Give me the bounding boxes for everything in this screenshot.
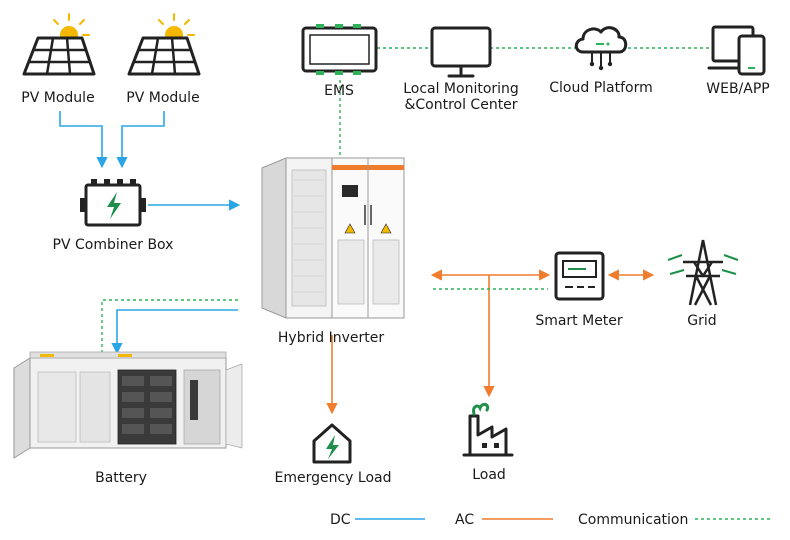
- pv-combiner-box-label: PV Combiner Box: [52, 237, 174, 253]
- inverter-cabinet-icon: [261, 157, 405, 319]
- cloud-platform-label: Cloud Platform: [549, 80, 653, 96]
- local-monitoring-label-line1: Local Monitoring: [403, 81, 519, 97]
- ems-label: EMS: [324, 83, 354, 99]
- battery-container-icon: [13, 351, 243, 459]
- smart-meter-label: Smart Meter: [535, 313, 623, 329]
- dc-connections: [59, 111, 241, 355]
- dc-line-battery-inverter: [111, 309, 238, 355]
- comm-line-inverter-to-battery: [101, 299, 238, 352]
- transmission-tower-icon: [667, 239, 739, 306]
- load-label: Load: [472, 467, 506, 483]
- pv-module-1: [22, 13, 96, 76]
- dc-line-pv1-to-combiner: [59, 111, 108, 169]
- legend-dc-label: DC: [330, 512, 351, 528]
- communication-connections: [101, 47, 712, 352]
- factory-icon: [462, 402, 514, 457]
- legend-ac-label: AC: [455, 512, 475, 528]
- dc-line-pv2-to-combiner: [116, 111, 165, 169]
- emergency-load-label: Emergency Load: [274, 470, 392, 486]
- solar-panel-icon: [22, 36, 96, 76]
- pv-module-2-label: PV Module: [126, 90, 200, 106]
- hybrid-inverter-label: Hybrid Inverter: [277, 330, 385, 346]
- combiner-box-icon: [80, 179, 146, 227]
- cloud-icon: [574, 26, 628, 71]
- monitor-icon: [430, 26, 492, 78]
- local-monitoring-label-line2: &Control Center: [404, 97, 518, 113]
- web-app-label: WEB/APP: [706, 81, 770, 97]
- legend-communication-label: Communication: [578, 512, 689, 528]
- meter-icon: [554, 251, 605, 301]
- ems-controller-icon: [301, 24, 378, 75]
- solar-panel-icon: [127, 36, 201, 76]
- pv-module-1-label: PV Module: [21, 90, 95, 106]
- ac-connections: [326, 269, 655, 415]
- house-lightning-icon: [312, 423, 352, 464]
- battery-label: Battery: [95, 470, 147, 486]
- devices-icon: [707, 25, 766, 76]
- grid-label: Grid: [687, 313, 717, 329]
- pv-module-2: [127, 13, 201, 76]
